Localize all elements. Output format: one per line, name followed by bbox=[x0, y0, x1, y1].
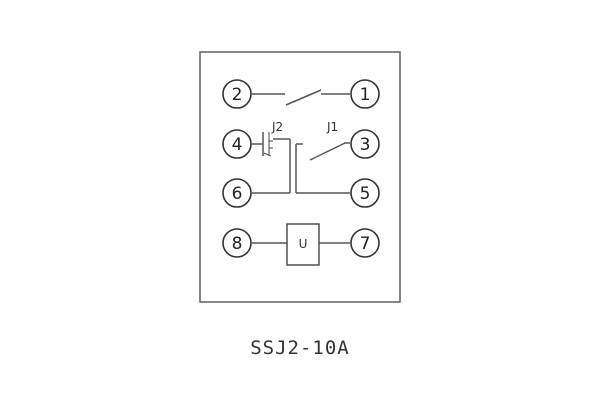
j2-label: J2 bbox=[271, 120, 283, 134]
coil-row-8-7: U bbox=[252, 223, 350, 266]
svg-text:7: 7 bbox=[360, 234, 371, 254]
svg-text:6: 6 bbox=[232, 184, 243, 204]
svg-text:2: 2 bbox=[232, 85, 243, 105]
pin-5: 5 bbox=[350, 178, 380, 208]
contact-j2: J2 bbox=[252, 120, 291, 193]
svg-text:5: 5 bbox=[360, 184, 371, 204]
contact-row-1-2 bbox=[252, 89, 350, 106]
pin-8: 8 bbox=[222, 228, 252, 258]
coil-box bbox=[286, 223, 320, 266]
coil-label: U bbox=[299, 237, 308, 251]
pin-2: 2 bbox=[222, 79, 252, 109]
pin-4: 4 bbox=[222, 129, 252, 159]
pin-1: 1 bbox=[350, 79, 380, 109]
pin-3: 3 bbox=[350, 129, 380, 159]
diagram-frame bbox=[199, 51, 401, 303]
svg-text:4: 4 bbox=[232, 135, 243, 155]
pin-7: 7 bbox=[350, 228, 380, 258]
j1-label: J1 bbox=[326, 120, 338, 134]
contact-j1: J1 bbox=[295, 120, 350, 193]
model-label: SSJ2-10A bbox=[250, 337, 350, 359]
svg-text:3: 3 bbox=[360, 135, 371, 155]
pin-6: 6 bbox=[222, 178, 252, 208]
svg-text:1: 1 bbox=[360, 85, 371, 105]
svg-text:8: 8 bbox=[232, 234, 243, 254]
